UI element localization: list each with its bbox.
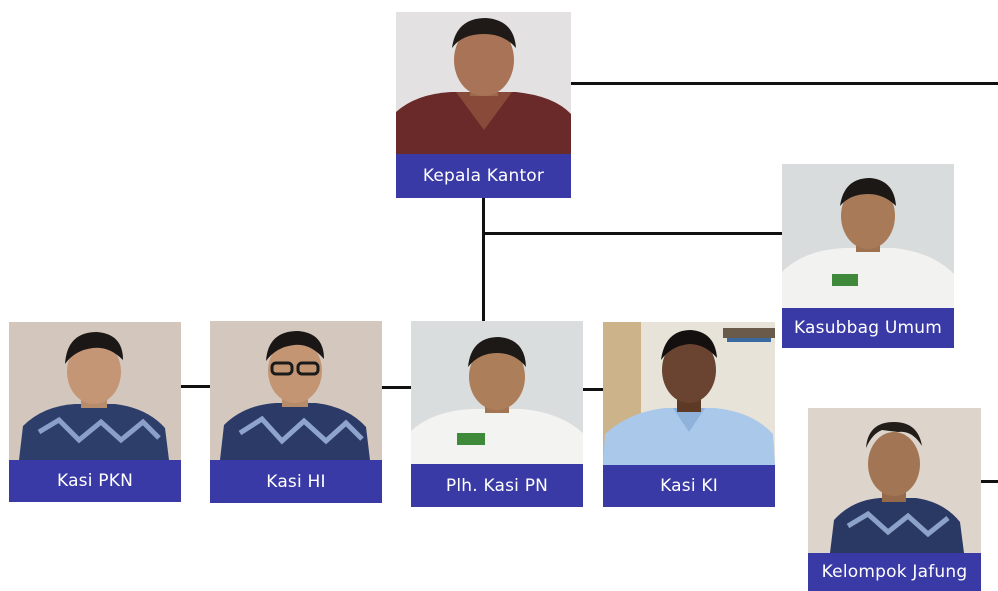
portrait-photo	[808, 408, 981, 553]
org-node-kasi-ki: Kasi KI	[603, 322, 775, 507]
node-title: Kasi PKN	[9, 460, 181, 502]
connector-pkn-hi	[180, 385, 210, 388]
node-title: Plh. Kasi PN	[411, 464, 583, 507]
connector-hi-pn	[381, 386, 411, 389]
portrait-photo	[210, 321, 382, 460]
portrait-photo	[396, 12, 571, 154]
node-title: Kasi KI	[603, 465, 775, 507]
connector-kepala-right	[570, 82, 998, 85]
node-title: Kepala Kantor	[396, 154, 571, 198]
node-title: Kelompok Jafung	[808, 553, 981, 591]
node-title: Kasubbag Umum	[782, 308, 954, 348]
connector-kepala-down	[482, 196, 485, 322]
portrait-photo	[9, 322, 181, 460]
org-node-kasubbag-umum: Kasubbag Umum	[782, 164, 954, 348]
org-node-kasi-pkn: Kasi PKN	[9, 322, 181, 502]
org-node-kasi-hi: Kasi HI	[210, 321, 382, 503]
connector-kasubbag	[482, 232, 782, 235]
connector-pn-ki	[582, 388, 603, 391]
portrait-photo	[782, 164, 954, 308]
node-title: Kasi HI	[210, 460, 382, 503]
org-node-plh-kasi-pn: Plh. Kasi PN	[411, 321, 583, 507]
portrait-photo	[411, 321, 583, 464]
portrait-photo	[603, 322, 775, 465]
connector-jafung	[980, 480, 998, 483]
org-node-kepala-kantor: Kepala Kantor	[396, 12, 571, 198]
org-node-kelompok-jafung: Kelompok Jafung	[808, 408, 981, 591]
